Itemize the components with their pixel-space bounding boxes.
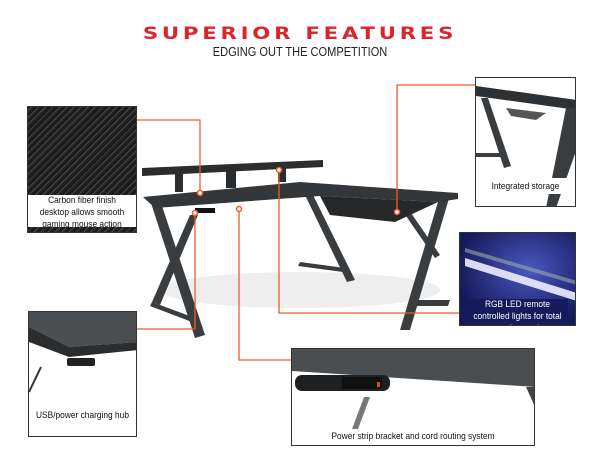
desk-legs (150, 195, 450, 338)
callout-lines (136, 84, 475, 361)
headline: SUPERIOR FEATURES (142, 24, 458, 44)
feature-caption: RGB LED remote controlled lights for tot… (466, 299, 569, 325)
feature-caption: USB/power charging hub (36, 410, 129, 421)
feature-caption: Integrated storage (491, 181, 560, 192)
subheadline: EDGING OUT THE COMPETITION (212, 44, 388, 59)
usb-hub (195, 208, 215, 213)
monitor-shelf (142, 160, 323, 176)
feature-rgb-led: RGB LED remote controlled lights for tot… (459, 232, 576, 326)
feature-caption: Power strip bracket and cord routing sys… (331, 431, 495, 442)
feature-carbon-fiber: Carbon fiber finish desktop allows smoot… (27, 106, 137, 233)
feature-power-strip: Power strip bracket and cord routing sys… (291, 348, 535, 446)
feature-caption: Carbon fiber finish desktop allows smoot… (39, 195, 125, 230)
feature-usb-hub: USB/power charging hub (28, 311, 137, 437)
callout-markers (191, 166, 401, 217)
floor-shadow (160, 272, 440, 308)
desktop (143, 182, 458, 208)
feature-integrated-storage: Integrated storage (475, 77, 576, 207)
